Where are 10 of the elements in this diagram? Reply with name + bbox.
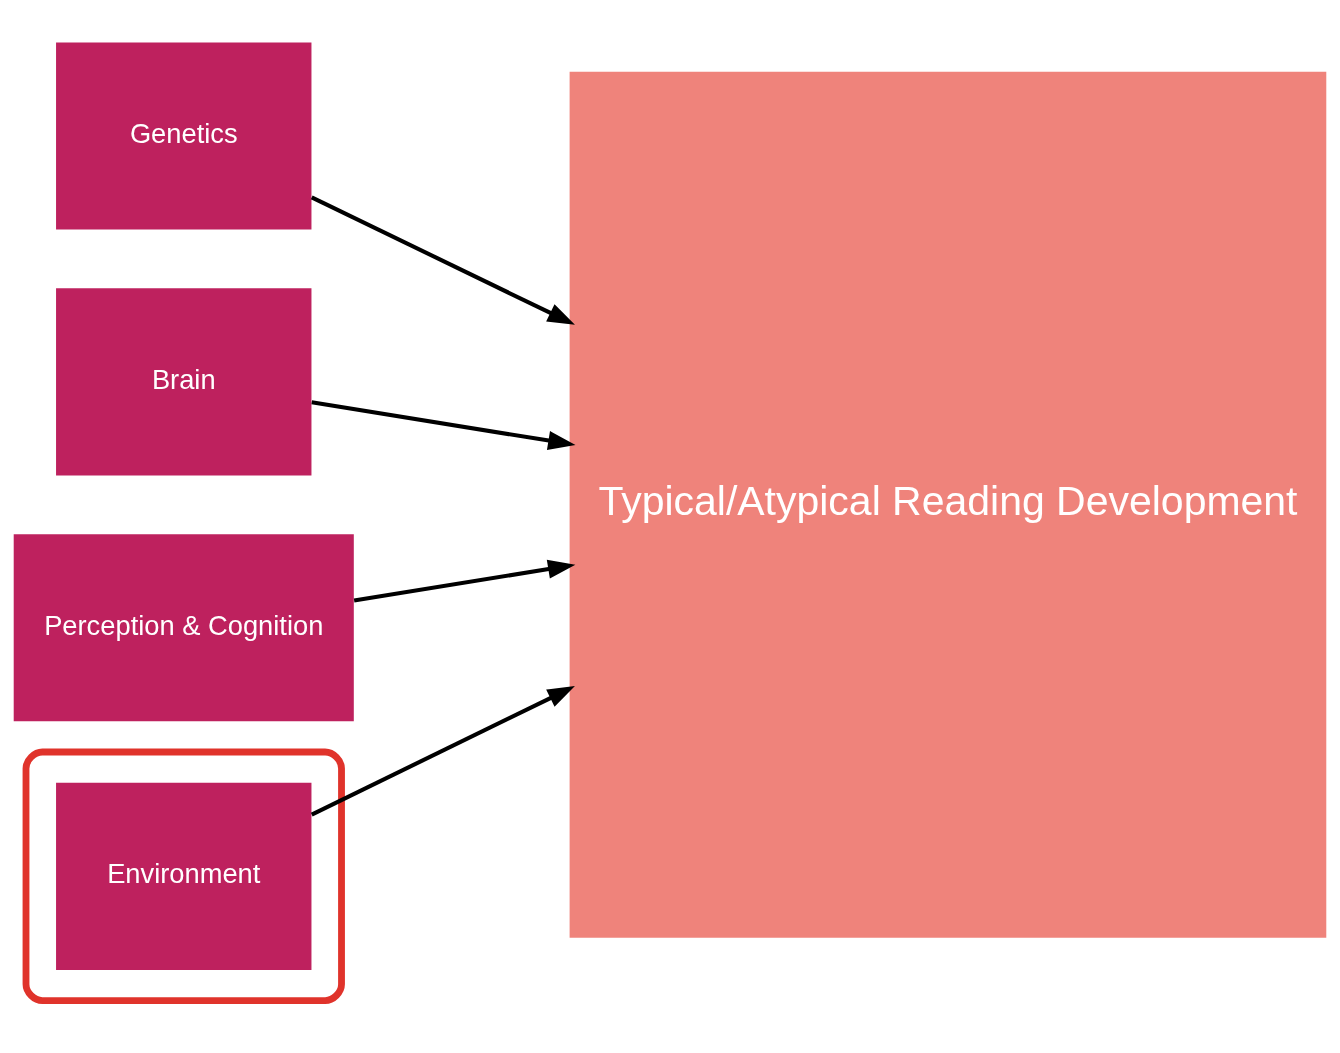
arrow <box>310 685 575 816</box>
arrow <box>353 559 576 602</box>
node-box: Brain <box>56 287 312 475</box>
arrow <box>310 195 575 325</box>
cluster <box>22 748 345 1004</box>
node-box: Typical/Atypical Reading Development <box>569 71 1327 938</box>
arrow <box>311 399 576 450</box>
node-box: Environment <box>56 782 312 970</box>
node-box: Genetics <box>56 41 312 230</box>
node-box: Perception & Cognition <box>13 533 354 721</box>
